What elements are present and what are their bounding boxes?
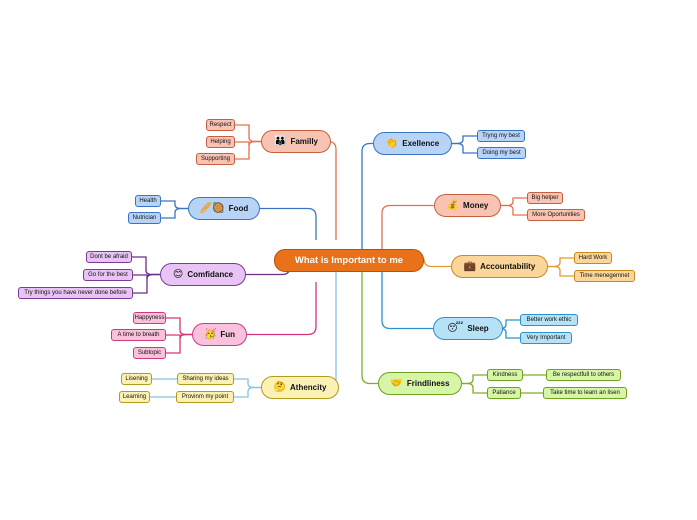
branch-label: Accountability <box>480 262 536 271</box>
branch-label: Food <box>228 204 249 213</box>
branch-fun[interactable]: 🥳Fun <box>192 323 247 346</box>
subtopic[interactable]: Hard Work <box>574 252 612 264</box>
subtopic-label: Nutrician <box>132 215 157 221</box>
thinking-icon: 🤔 <box>273 381 286 393</box>
subtopic[interactable]: Subtopic <box>133 347 166 359</box>
subtopic[interactable]: More Oportunities <box>527 209 585 221</box>
subtopic-label: Provinm my point <box>181 394 229 400</box>
subtopic[interactable]: Better work ethic <box>520 314 578 326</box>
subtopic-label: Respect <box>209 122 232 128</box>
branch-label: Comfidance <box>187 270 234 279</box>
subtopic[interactable]: Try things you have never done before <box>18 287 133 299</box>
subtopic-label: Sharing my ideas <box>182 376 229 382</box>
branch-label: Sleep <box>467 324 489 333</box>
leaf-topic[interactable]: Lisening <box>121 373 152 385</box>
branch-confidence[interactable]: 😊Comfidance <box>160 263 246 286</box>
branch-accountability[interactable]: 💼Accountability <box>451 255 548 278</box>
subtopic[interactable]: Sharing my ideas <box>177 373 234 385</box>
subtopic-label: Time menegemnet <box>579 273 630 279</box>
branch-label: Fun <box>220 330 236 339</box>
leaf-label: Take time to learn an lisen <box>550 390 620 396</box>
subtopic-label: A time to breath <box>117 332 160 338</box>
leaf-label: Lisening <box>125 376 148 382</box>
leaf-label: Be respectfull to others <box>552 372 615 378</box>
leaf-topic[interactable]: Learning <box>119 391 150 403</box>
clap-icon: 👏 <box>385 137 399 149</box>
subtopic[interactable]: Respect <box>206 119 235 131</box>
subtopic-label: Subtopic <box>137 350 162 356</box>
branch-friendliness[interactable]: 🤝Frindliness <box>378 372 462 395</box>
subtopic[interactable]: Very Important <box>520 332 572 344</box>
subtopic[interactable]: Time menegemnet <box>574 270 635 282</box>
handshake-icon: 🤝 <box>390 377 403 389</box>
branch-food[interactable]: 🥖🥘Food <box>188 197 260 220</box>
subtopic-label: Happyness <box>134 315 165 321</box>
subtopic-label: Tryng my best <box>482 133 520 139</box>
subtopic-label: Very Important <box>526 335 566 341</box>
subtopic[interactable]: Helping <box>206 136 235 148</box>
briefcase-icon: 💼 <box>463 260 477 272</box>
subtopic-label: Hard Work <box>578 255 608 261</box>
leaf-label: Learning <box>122 394 147 400</box>
subtopic[interactable]: Doing my best <box>477 147 526 159</box>
subtopic-label: Better work ethic <box>526 317 572 323</box>
leaf-topic[interactable]: Be respectfull to others <box>546 369 621 381</box>
subtopic-label: Big helper <box>531 195 559 201</box>
subtopic[interactable]: Kindness <box>487 369 523 381</box>
subtopic-label: Patiance <box>492 390 516 396</box>
subtopic-label: Health <box>139 198 157 204</box>
subtopic-label: Doing my best <box>482 150 521 156</box>
subtopic[interactable]: Big helper <box>527 192 563 204</box>
money-bag-icon: 💰 <box>446 199 460 211</box>
subtopic-label: More Oportunities <box>532 212 580 218</box>
subtopic-label: Go for the best <box>88 272 128 278</box>
branch-label: Money <box>463 201 489 210</box>
subtopic[interactable]: Health <box>135 195 161 207</box>
branch-money[interactable]: 💰Money <box>434 194 501 217</box>
branch-sleep[interactable]: 😴Sleep <box>433 317 503 340</box>
subtopic-label: Kindness <box>492 372 518 378</box>
subtopic-label: Dont be afraid <box>90 254 128 260</box>
subtopic[interactable]: Dont be afraid <box>86 251 132 263</box>
subtopic-label: Try things you have never done before <box>24 290 127 296</box>
subtopic-label: Helping <box>210 139 231 145</box>
branch-label: Athencity <box>290 383 327 392</box>
subtopic[interactable]: Supporting <box>196 153 235 165</box>
branch-label: Exellence <box>402 139 440 148</box>
central-topic[interactable]: What is Important to me <box>274 249 424 272</box>
food-icon: 🥖🥘 <box>199 202 225 214</box>
family-icon: 👪 <box>273 135 287 147</box>
branch-label: Frindliness <box>406 379 450 388</box>
branch-label: Familly <box>290 137 319 146</box>
leaf-topic[interactable]: Take time to learn an lisen <box>543 387 627 399</box>
subtopic[interactable]: Patiance <box>487 387 521 399</box>
central-topic-label: What is Important to me <box>294 255 404 266</box>
branch-authenticity[interactable]: 🤔 Athencity <box>261 376 339 399</box>
subtopic[interactable]: A time to breath <box>111 329 166 341</box>
subtopic[interactable]: Nutrician <box>128 212 161 224</box>
branch-excellence[interactable]: 👏Exellence <box>373 132 452 155</box>
subtopic[interactable]: Go for the best <box>83 269 133 281</box>
branch-family[interactable]: 👪Familly <box>261 130 331 153</box>
subtopic[interactable]: Happyness <box>133 312 166 324</box>
sleep-icon: 😴 <box>447 322 464 334</box>
subtopic-label: Supporting <box>200 156 231 162</box>
subtopic[interactable]: Tryng my best <box>477 130 525 142</box>
smile-icon: 😊 <box>172 268 184 280</box>
subtopic[interactable]: Provinm my point <box>176 391 234 403</box>
party-icon: 🥳 <box>203 328 217 340</box>
